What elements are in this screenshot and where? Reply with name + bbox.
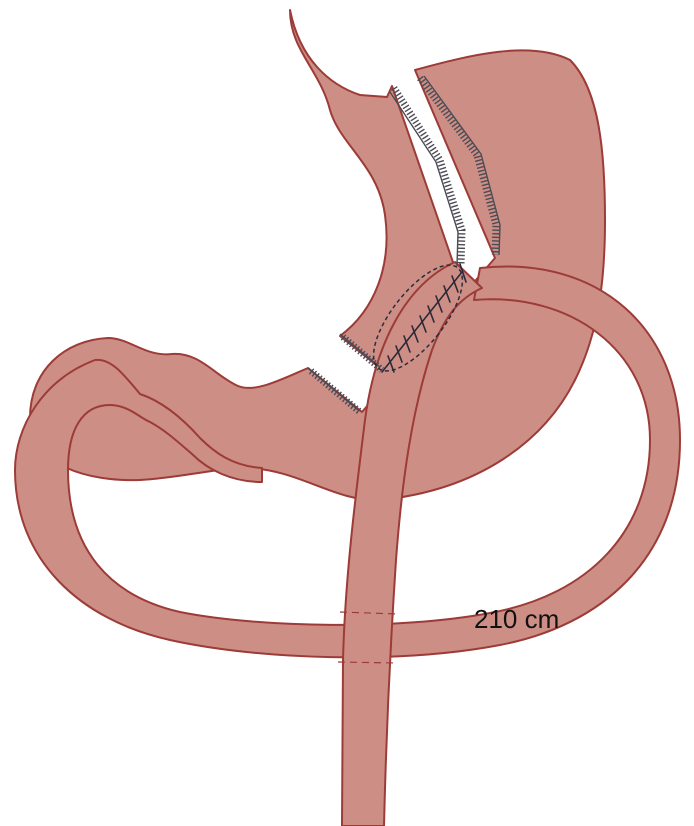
limb-length-label: 210 cm bbox=[474, 604, 559, 634]
